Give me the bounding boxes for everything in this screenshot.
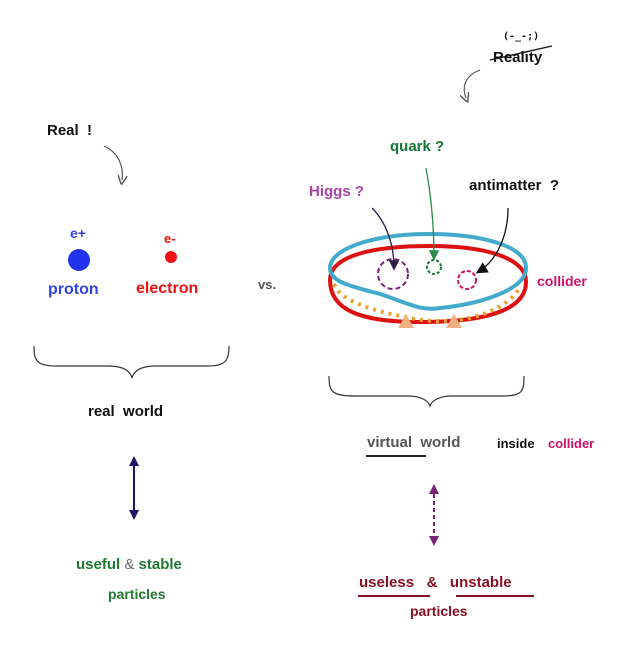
face-emoticon: (-_-;) [503,31,540,42]
virtual-arrow-head-up [429,484,439,494]
stable-word: stable [138,556,182,573]
higgs-label: Higgs ? [309,184,364,199]
higgs-arrow [371,207,400,271]
real-arrow-head-down [129,510,139,520]
real-world-label: real world [88,404,163,419]
real-arrow-head-up [129,456,139,466]
real-exclamation: ! [87,122,93,139]
higgs-circle [377,258,409,290]
real-world-word2: world [123,403,164,420]
quark-arrow [425,167,440,261]
left-particles-label: particles [108,586,166,602]
virtual-world-word: world [420,434,461,451]
virtual-word: virtual [367,434,413,451]
proton-label: proton [48,281,99,298]
quark-question: ? [435,138,445,155]
inside-label: inside [497,436,535,451]
positron-label: e+ [70,225,86,241]
useless-amp: & [426,574,438,591]
reality-label: Reality [493,49,543,66]
proton-dot [68,249,90,271]
reality-arrow [464,69,481,98]
real-arrow [103,145,122,180]
antimatter-circle [457,270,477,290]
collider-label: collider [537,273,587,289]
antimatter-label: antimatter ? [469,178,559,193]
unstable-word: unstable [449,574,512,591]
left-brace [33,345,230,379]
vs-label: vs. [258,277,277,292]
useless-word: useless [359,574,415,591]
useful-word: useful [76,556,121,573]
useless-unstable-label: useless & unstable [359,575,512,590]
virtual-world-label: virtual world [367,435,460,450]
higgs-question: ? [354,183,365,200]
electron-charge-label: e- [164,231,176,246]
reality-strikethrough [489,45,553,61]
useful-stable-label: useful & stable [76,557,182,572]
real-label: Real ! [47,123,92,138]
real-word: Real [47,122,79,139]
antimatter-question: ? [549,177,560,194]
quark-label: quark ? [390,139,444,154]
higgs-word: Higgs [309,183,351,200]
electron-dot [165,251,177,263]
quark-word: quark [390,138,431,155]
real-world-word1: real [88,403,115,420]
antimatter-word: antimatter [469,177,542,194]
antimatter-arrow [475,207,509,274]
useful-amp: & [124,556,135,573]
quark-circle [426,259,442,275]
inside-collider-label: collider [548,436,595,451]
right-particles-label: particles [410,603,468,619]
virtual-arrow-head-down [429,536,439,546]
collider-ring [327,231,529,328]
right-brace [328,375,525,408]
electron-label: electron [136,280,199,297]
